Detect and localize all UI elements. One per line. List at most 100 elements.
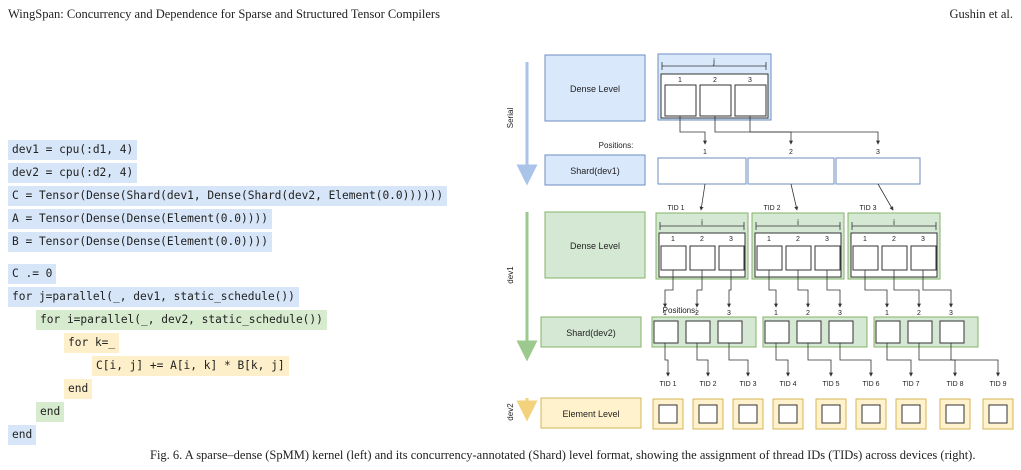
dense-j-cell (734, 84, 767, 117)
dev1-axis-label: dev1 (506, 266, 515, 284)
dense-i-cell (756, 245, 783, 271)
dense-j-cell (699, 84, 732, 117)
j-bracket (661, 62, 767, 70)
dense-i-cell (785, 245, 812, 271)
dense-to-shard1-arrow (679, 116, 707, 145)
shard2-position-index: 2 (806, 310, 810, 317)
i-label: i (893, 218, 895, 227)
code-line-tensor-a: A = Tensor(Dense(Dense(Element(0.0)))) (8, 209, 272, 229)
j-label: j (712, 57, 715, 66)
shard1-cell (657, 157, 747, 185)
i-label: i (797, 218, 799, 227)
shard2-cell (828, 320, 854, 344)
shard2-position-index: 1 (774, 310, 778, 317)
dense-level-1-box (544, 54, 646, 122)
shard2-cell (796, 320, 822, 344)
tid-top-label: TID 1 (667, 205, 684, 212)
element-level-box (540, 397, 642, 429)
shard-dev1-box (544, 154, 646, 186)
code-line-dev2: dev2 = cpu(:d2, 4) (8, 163, 138, 183)
shard-dev1-label: Shard(dev1) (570, 166, 620, 176)
i-index: 1 (671, 236, 675, 243)
element-cell-inner (945, 404, 965, 424)
element-cell-outer (692, 398, 724, 430)
i-index: 3 (729, 236, 733, 243)
shard2-to-tid-arrow (839, 343, 873, 377)
code-line-for-i: for i=parallel(_, dev2, static_schedule(… (36, 310, 327, 330)
dense-level-2-label: Dense Level (570, 241, 620, 251)
dense2-to-shard2-arrow (922, 270, 953, 308)
shard1-to-dense2-arrow (699, 183, 706, 211)
shard2-position-index: 1 (663, 310, 667, 317)
shard2-position-index: 1 (885, 310, 889, 317)
i-index: 1 (863, 236, 867, 243)
shard-dev2-box (540, 316, 642, 348)
i-index: 3 (825, 236, 829, 243)
dense2-to-shard2-arrow (663, 270, 674, 308)
dense2-to-shard2-arrow (797, 270, 810, 308)
shard-dev2-label: Shard(dev2) (566, 328, 616, 338)
shard2-position-index: 2 (695, 310, 699, 317)
dense2-to-shard2-arrow (727, 270, 732, 308)
positions-label-1: Positions: (599, 141, 634, 150)
i-index: 1 (767, 236, 771, 243)
running-header-authors: Gushin et al. (949, 7, 1013, 21)
element-cell-inner (988, 404, 1008, 424)
dense-i-cell (910, 245, 937, 271)
i-bracket (851, 222, 937, 230)
shard1-cell (747, 157, 835, 185)
shard2-cell (717, 320, 743, 344)
shard1-position-index: 3 (876, 149, 880, 156)
tid-bottom-label: TID 9 (989, 381, 1006, 388)
element-cell-inner (698, 404, 718, 424)
element-cell-inner (861, 404, 881, 424)
shard2-to-tid-arrow (807, 343, 833, 377)
element-cell-inner (901, 404, 921, 424)
code-line-end-k: end (64, 379, 93, 399)
element-cell-inner (738, 404, 758, 424)
dense-level-2-box (544, 211, 646, 279)
tid-bottom-label: TID 8 (946, 381, 963, 388)
shard1-cell (835, 157, 921, 185)
shard2-position-index: 3 (949, 310, 953, 317)
code-line-update: C[i, j] += A[i, k] * B[k, j] (92, 356, 289, 376)
shard2-position-index: 3 (727, 310, 731, 317)
dense-i-cell (660, 245, 687, 271)
dense2-to-shard2-arrow (695, 270, 703, 308)
dense2-to-shard2-arrow (768, 270, 778, 308)
dense-to-shard1-arrow (749, 116, 880, 145)
dense-i-cell (881, 245, 908, 271)
shard1-to-dense2-arrow (877, 183, 894, 211)
element-cell-inner (778, 404, 798, 424)
i-index: 2 (892, 236, 896, 243)
i-bracket (659, 222, 745, 230)
tid-bottom-label: TID 4 (779, 381, 796, 388)
shard1-to-dense2-arrow (790, 183, 799, 211)
shard2-cell (764, 320, 790, 344)
serial-axis-label: Serial (506, 108, 515, 129)
shard2-to-tid-arrow (664, 343, 670, 377)
shard2-to-tid-arrow (886, 343, 913, 377)
j-index: 2 (713, 77, 717, 84)
shard2-position-index: 2 (917, 310, 921, 317)
i-bracket (755, 222, 841, 230)
element-level-label: Element Level (562, 409, 619, 419)
tid-bottom-label: TID 6 (862, 381, 879, 388)
positions-label-2: Positions: (663, 306, 698, 315)
running-header-title: WingSpan: Concurrency and Dependence for… (8, 7, 440, 21)
i-index: 3 (921, 236, 925, 243)
element-cell-inner (821, 404, 841, 424)
shard2-cell (939, 320, 965, 344)
code-line-dev1: dev1 = cpu(:d1, 4) (8, 140, 138, 160)
dev2-axis-label: dev2 (506, 403, 515, 421)
shard2-cell (875, 320, 901, 344)
shard2-to-tid-arrow (728, 343, 750, 377)
dense2-to-shard2-arrow (893, 270, 921, 308)
shard2-cell (685, 320, 711, 344)
i-index: 2 (796, 236, 800, 243)
j-index: 3 (748, 77, 752, 84)
shard2-to-tid-arrow (918, 343, 957, 377)
tid-bottom-label: TID 3 (739, 381, 756, 388)
code-line-init: C .= 0 (8, 264, 57, 284)
